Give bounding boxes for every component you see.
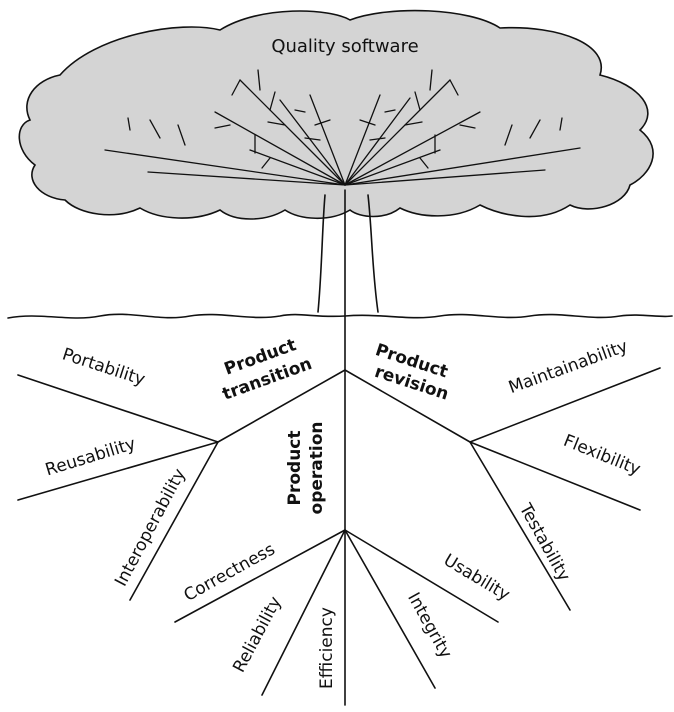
group-operation-line2: operation — [307, 422, 327, 515]
tree-canopy — [18, 9, 654, 220]
ground-line — [7, 313, 673, 319]
factor-interoperability: Interoperability — [111, 465, 190, 589]
tree-trunk — [317, 194, 379, 313]
tree-branches — [104, 69, 581, 186]
factor-correctness: Correctness — [181, 539, 279, 606]
revision-roots — [344, 367, 661, 611]
factor-usability: Usability — [440, 550, 513, 605]
transition-roots — [17, 369, 346, 601]
factor-maintainability: Maintainability — [506, 336, 631, 398]
factor-testability: Testability — [514, 499, 573, 584]
group-label-transition: Product transition — [220, 335, 315, 405]
factor-flexibility: Flexibility — [561, 431, 644, 480]
tree-title: Quality software — [271, 36, 418, 57]
factor-reusability: Reusability — [43, 434, 138, 480]
factor-efficiency: Efficiency — [317, 607, 337, 689]
factor-portability: Portability — [60, 344, 148, 390]
factor-integrity: Integrity — [403, 589, 455, 662]
group-operation-line1: Product — [285, 431, 305, 506]
group-label-operation: Product operation — [285, 422, 327, 515]
operation-roots — [174, 529, 499, 696]
group-label-revision: Product revision — [372, 340, 451, 404]
